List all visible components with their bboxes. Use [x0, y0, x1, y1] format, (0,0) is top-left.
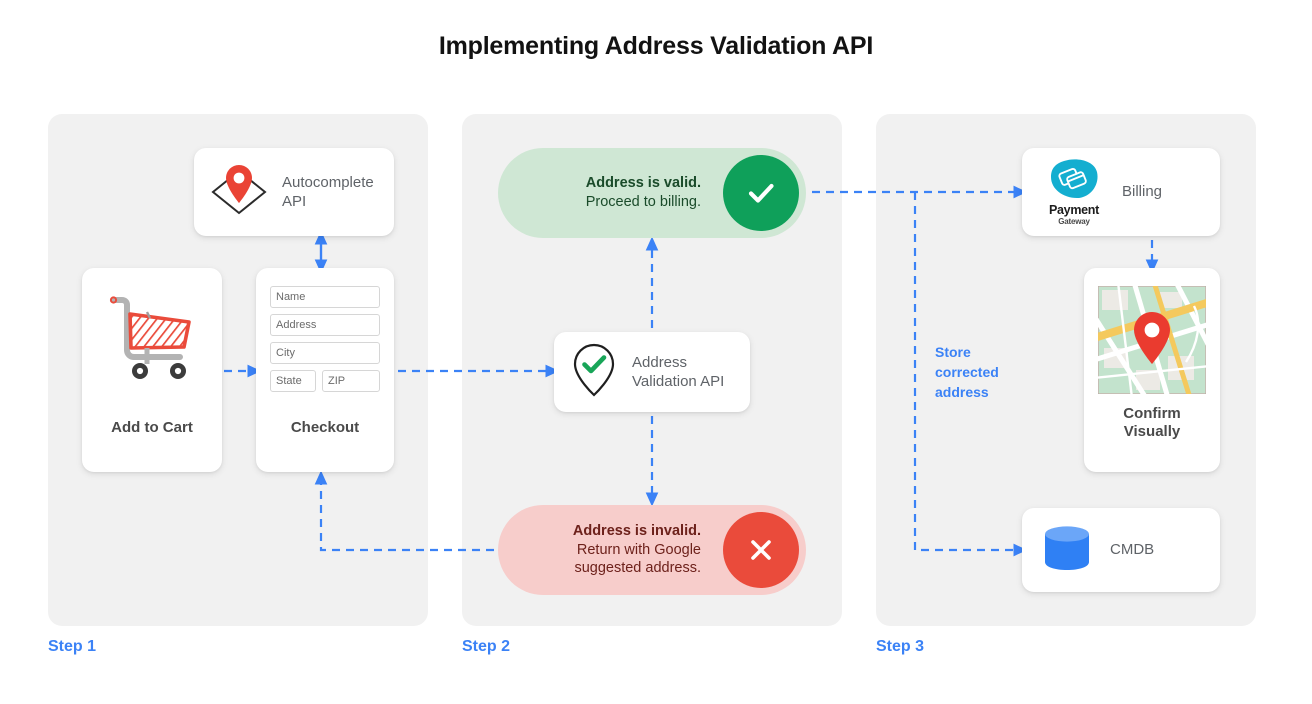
map-thumbnail-icon [1091, 280, 1213, 400]
checkout-field-city[interactable]: City [270, 342, 380, 364]
card-checkout[interactable]: Name Address City State ZIP Checkout [256, 268, 394, 472]
store-corrected-address-note: Store corrected address [935, 344, 999, 400]
card-billing[interactable]: Payment Gateway Billing [1022, 148, 1220, 236]
page-title: Implementing Address Validation API [438, 32, 874, 60]
status-badge-address-invalid: Address is invalid. Return with Google s… [498, 505, 806, 595]
shopping-cart-icon [100, 288, 204, 397]
status-badge-address-valid: Address is valid. Proceed to billing. [498, 148, 806, 238]
step-label-2: Step 2 [462, 638, 511, 655]
card-add-to-cart[interactable]: Add to Cart [82, 268, 222, 472]
step-label-1: Step 1 [48, 638, 97, 655]
payment-gateway-name: Payment [1048, 203, 1099, 217]
add-to-cart-caption: Add to Cart [111, 419, 193, 437]
checkout-field-row-state-zip: State ZIP [270, 370, 380, 392]
confirm-visually-caption: Confirm Visually [1123, 404, 1181, 441]
close-x-icon [723, 512, 799, 588]
checkout-field-state[interactable]: State [270, 370, 316, 392]
database-icon [1042, 524, 1092, 577]
invalid-message: Address is invalid. Return with Google s… [573, 522, 723, 579]
invalid-body-line1: Return with Google [576, 541, 701, 558]
payment-gateway-sub: Gateway [1058, 217, 1090, 226]
card-confirm-visually[interactable]: Confirm Visually [1084, 268, 1220, 472]
card-address-validation-api[interactable]: Address Validation API [554, 332, 750, 412]
card-autocomplete-api[interactable]: Autocomplete API [194, 148, 394, 236]
billing-label: Billing [1122, 183, 1163, 201]
payment-gateway-icon: Payment Gateway [1036, 158, 1112, 226]
invalid-body-line2: suggested address. [574, 560, 701, 577]
step-label-3: Step 3 [876, 638, 925, 655]
valid-message: Address is valid. Proceed to billing. [586, 174, 723, 212]
checkout-field-zip[interactable]: ZIP [322, 370, 380, 392]
checkout-field-name[interactable]: Name [270, 286, 380, 308]
invalid-heading: Address is invalid. [572, 522, 701, 539]
checkout-field-address[interactable]: Address [270, 314, 380, 336]
valid-body: Proceed to billing. [585, 194, 701, 210]
validation-api-label: Address Validation API [632, 353, 725, 391]
checkout-caption: Checkout [290, 419, 360, 437]
check-icon [723, 155, 799, 231]
cmdb-label: CMDB [1110, 541, 1155, 559]
card-cmdb[interactable]: CMDB [1022, 508, 1220, 592]
map-pin-check-icon [566, 340, 622, 405]
autocomplete-api-label: Autocomplete API [282, 173, 374, 211]
map-pin-on-map-icon [208, 161, 270, 224]
valid-heading: Address is valid. [585, 175, 701, 192]
